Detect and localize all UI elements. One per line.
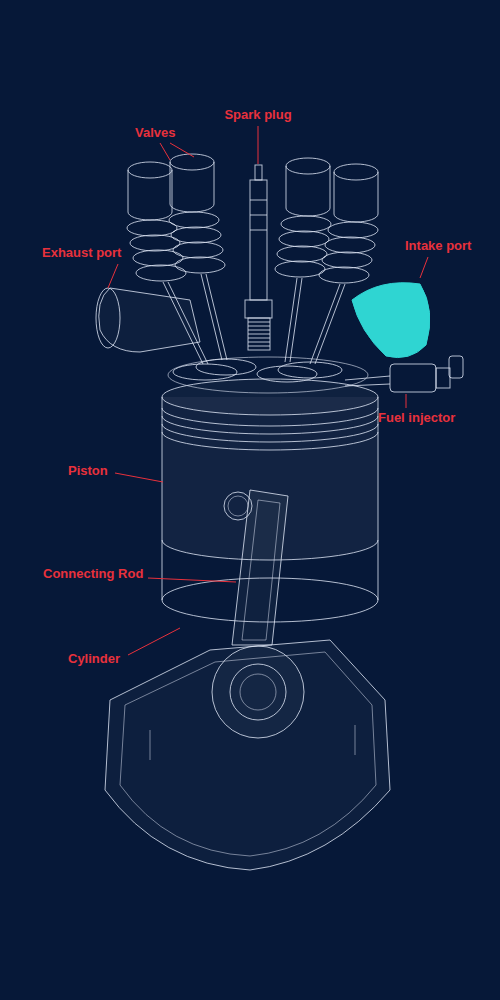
part-label: Piston	[68, 463, 108, 479]
leader-line	[258, 126, 259, 164]
piston-body	[162, 397, 378, 560]
piston-ring	[162, 432, 378, 450]
leader-line	[406, 394, 407, 408]
part-label: Exhaust port	[42, 245, 121, 261]
piston-ring	[162, 424, 378, 442]
rod-big-end	[212, 646, 304, 738]
leader-lines	[108, 126, 428, 655]
leader-line	[148, 578, 236, 582]
wrist-pin	[224, 492, 252, 520]
piston-crown	[162, 379, 378, 415]
part-label: Cylinder	[68, 651, 120, 667]
crank-journal	[230, 664, 286, 720]
exhaust-port-opening	[96, 288, 120, 348]
exhaust-valves	[127, 154, 256, 380]
intake-valves	[257, 158, 378, 382]
piston-ring	[162, 416, 378, 434]
intake-port	[352, 283, 430, 358]
crank-journal-inner	[240, 674, 276, 710]
exhaust-port	[99, 288, 200, 352]
combustion-chamber	[168, 357, 368, 393]
leader-line	[170, 143, 194, 157]
part-label: Intake port	[405, 238, 471, 254]
part-label: Valves	[135, 125, 176, 141]
fuel-injector	[345, 356, 463, 392]
part-label: Fuel injector	[378, 410, 455, 426]
part-label: Connecting Rod	[43, 566, 143, 582]
wrist-pin-bore	[228, 496, 248, 516]
part-label: Spark plug	[224, 107, 291, 123]
piston-ring	[162, 408, 378, 426]
crank-counterweight	[105, 640, 390, 870]
engine-drawing	[96, 154, 463, 870]
leader-line	[128, 628, 180, 655]
spark-plug	[245, 165, 272, 350]
leader-line	[108, 264, 118, 288]
leader-line	[420, 257, 428, 278]
leader-line	[160, 143, 170, 160]
leader-line	[115, 473, 163, 482]
